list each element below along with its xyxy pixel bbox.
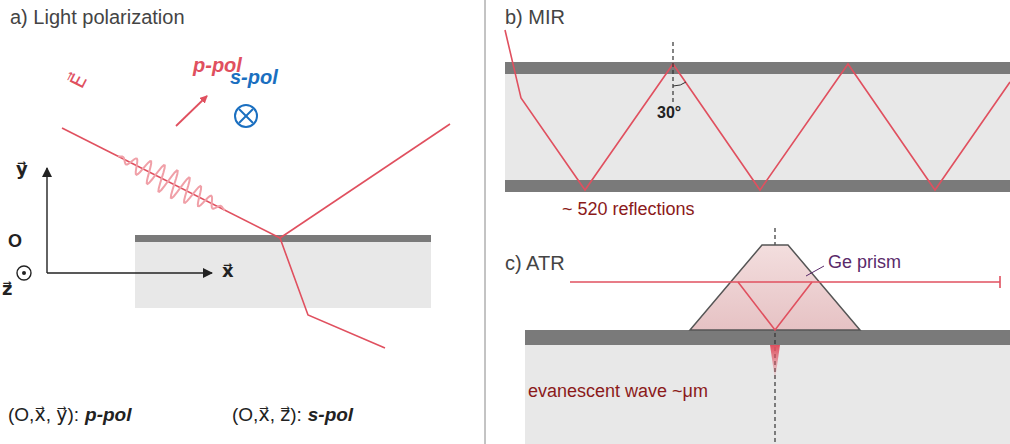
reflection-count: ~ 520 reflections	[562, 200, 695, 220]
axis-label: z⃗	[2, 280, 12, 300]
polarization-label: s-pol	[230, 66, 278, 88]
evanescent-label: evanescent wave ~μm	[528, 382, 708, 402]
plane-label: (O,x⃗, y⃗):	[8, 405, 79, 426]
field-vector: E⃗	[66, 70, 91, 91]
panel-title: b) MIR	[505, 6, 565, 28]
wave-packet	[112, 144, 231, 222]
plane-name: s-pol	[308, 405, 353, 426]
axis-label: y⃗	[16, 160, 28, 180]
origin-label: O	[8, 232, 22, 252]
axis-label: x⃗	[222, 262, 234, 282]
panel-title: a) Light polarization	[10, 6, 185, 28]
plane-name: p-pol	[85, 405, 131, 426]
angle-label: 30°	[657, 104, 681, 122]
panel-title: c) ATR	[505, 252, 565, 274]
prism-label: Ge prism	[828, 253, 901, 273]
plane-label: (O,x⃗, z⃗):	[232, 405, 302, 426]
